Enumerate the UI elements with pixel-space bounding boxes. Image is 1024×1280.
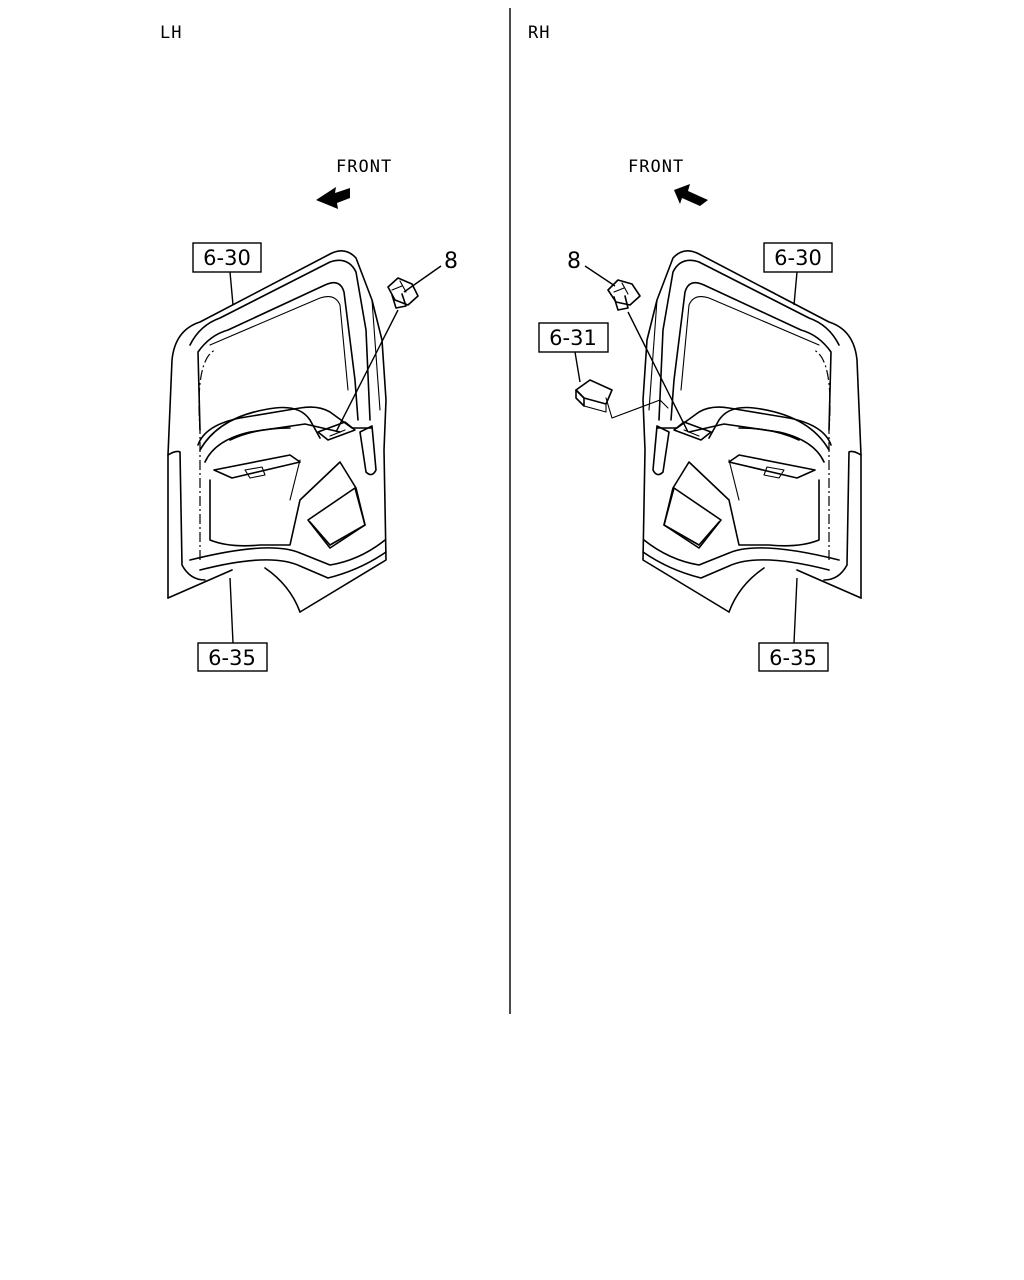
front-arrow-icon bbox=[316, 187, 350, 209]
ref-6-30-lh: 6-30 bbox=[203, 246, 251, 270]
ref-6-30-rh: 6-30 bbox=[774, 246, 822, 270]
lh-panel: LH FRONT bbox=[160, 23, 458, 672]
front-arrow-icon bbox=[674, 184, 708, 206]
ref-box-6-31-rh bbox=[538, 322, 609, 353]
lh-front-label: FRONT bbox=[336, 157, 392, 177]
callout-8-rh: 8 bbox=[567, 249, 581, 274]
lh-side-label: LH bbox=[160, 23, 182, 43]
clip-icon bbox=[607, 279, 641, 311]
ref-6-31-rh: 6-31 bbox=[549, 326, 597, 350]
ref-6-35-lh: 6-35 bbox=[208, 646, 256, 670]
ref-box-6-35-rh bbox=[758, 642, 829, 672]
ref-box-6-35-lh bbox=[197, 642, 268, 672]
ref-box-6-30-rh bbox=[763, 242, 833, 273]
ref-box-6-30-lh bbox=[192, 242, 262, 273]
ref-6-35-rh: 6-35 bbox=[769, 646, 817, 670]
rh-door-drawing bbox=[642, 250, 862, 613]
switch-icon bbox=[575, 379, 613, 413]
rh-front-label: FRONT bbox=[628, 157, 684, 177]
clip-icon bbox=[387, 277, 419, 309]
lh-door-drawing bbox=[167, 250, 387, 613]
rh-side-label: RH bbox=[528, 23, 550, 43]
callout-8-lh: 8 bbox=[444, 249, 458, 274]
rh-panel: RH FRONT bbox=[528, 23, 862, 672]
